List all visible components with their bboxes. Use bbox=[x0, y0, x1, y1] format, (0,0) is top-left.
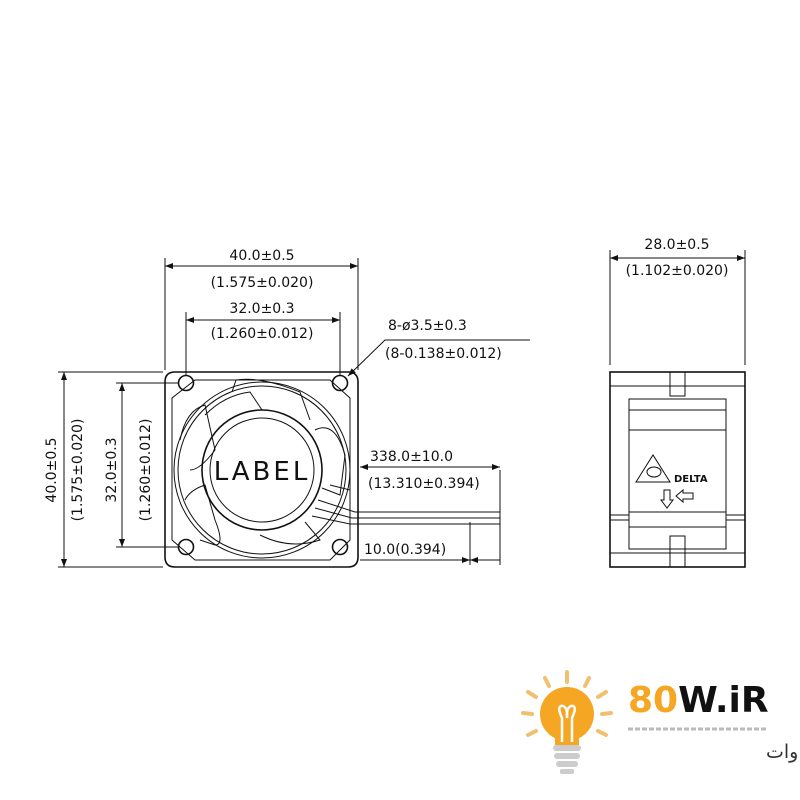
side-body bbox=[628, 398, 727, 550]
depth-mm: 28.0±0.5 bbox=[644, 237, 709, 253]
depth-in: (1.102±0.020) bbox=[626, 263, 729, 279]
fan-blades bbox=[179, 378, 351, 546]
cable-mm: 338.0±10.0 bbox=[370, 449, 453, 465]
cable bbox=[311, 499, 500, 525]
strip-length: 10.0(0.394) bbox=[364, 542, 446, 558]
holes-mm: 8-ø3.5±0.3 bbox=[388, 318, 467, 334]
delta-brand: DELTA bbox=[674, 474, 708, 485]
vpitch-mm: 32.0±0.3 bbox=[104, 437, 120, 502]
width-mm: 40.0±0.5 bbox=[229, 248, 294, 264]
holes-in: (8-0.138±0.012) bbox=[385, 346, 502, 362]
airflow-arrow-icon bbox=[675, 488, 694, 504]
brand-tagline: فروشگاه ۸۰ وات bbox=[766, 740, 800, 763]
rotation-arrow-icon bbox=[660, 489, 674, 509]
width-in: (1.575±0.020) bbox=[211, 275, 314, 291]
hub-label: LABEL bbox=[214, 457, 311, 487]
side-frame bbox=[609, 371, 746, 568]
brand-name: 80W.iR bbox=[628, 680, 769, 721]
fan-frame bbox=[164, 371, 359, 568]
frame-inner bbox=[171, 379, 351, 561]
pitch-mm: 32.0±0.3 bbox=[229, 301, 294, 317]
pitch-in: (1.260±0.012) bbox=[211, 326, 314, 342]
hub-outer bbox=[201, 409, 323, 531]
mounting-holes bbox=[177, 374, 349, 556]
front-view: LABEL 40.0±0.5 (1.575±0.020) 32.0±0.3 (1… bbox=[44, 248, 530, 568]
hub-label-area bbox=[209, 417, 315, 523]
side-view: 28.0±0.5 (1.102±0.020) DELTA bbox=[609, 237, 746, 568]
cable-in: (13.310±0.394) bbox=[368, 476, 480, 492]
height-mm: 40.0±0.5 bbox=[44, 437, 60, 502]
fan-shroud bbox=[173, 381, 351, 559]
bulb-rays-icon bbox=[521, 670, 613, 737]
delta-logo: DELTA bbox=[635, 454, 708, 485]
site-logo: 80W.iR فروشگاه ۸۰ وات bbox=[521, 670, 800, 774]
height-in: (1.575±0.020) bbox=[70, 419, 86, 522]
hole-leader bbox=[347, 339, 530, 377]
vpitch-in: (1.260±0.012) bbox=[138, 419, 154, 522]
